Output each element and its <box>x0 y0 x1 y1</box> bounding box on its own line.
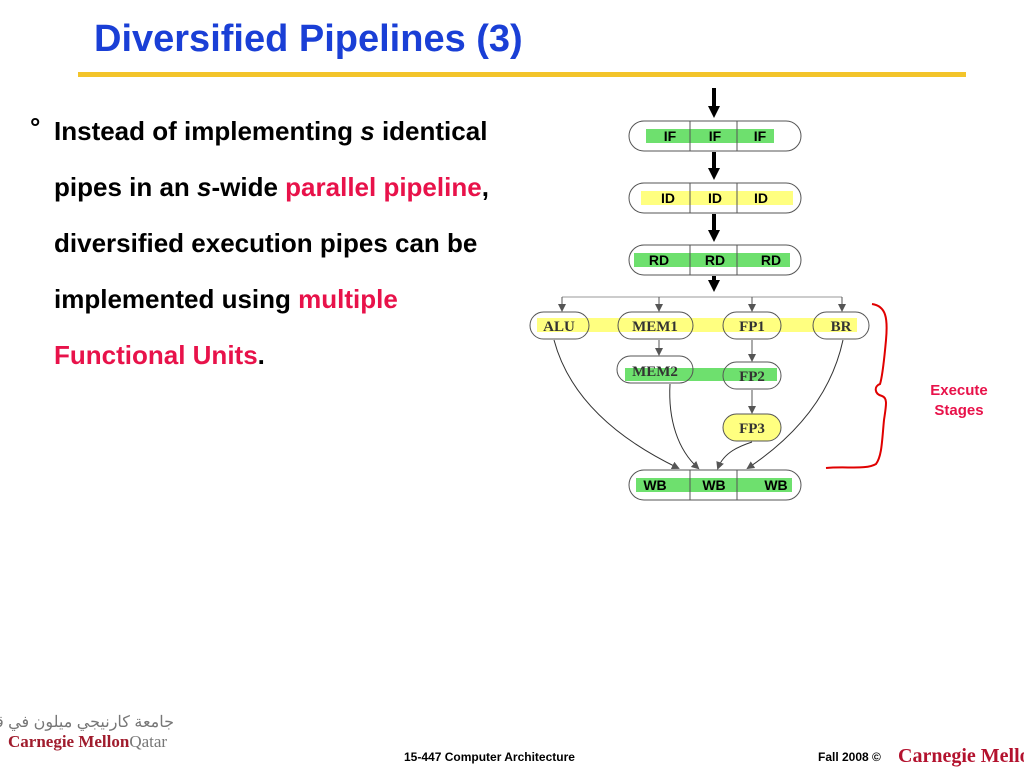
variable-s: s <box>197 172 212 202</box>
unit-alu <box>529 311 590 340</box>
footer-cmu-logo: Carnegie Mellon <box>898 745 1024 767</box>
unit-mem1 <box>617 311 694 340</box>
logo-qatar-text: Qatar <box>129 732 168 751</box>
stage-label: ID <box>754 190 768 206</box>
cmu-qatar-logo: جامعة كارنيجي ميلون في قطر Carnegie Mell… <box>0 712 174 756</box>
footer-course: 15-447 Computer Architecture <box>404 750 575 764</box>
stage-label: WB <box>643 477 666 493</box>
bullet-text-part: -wide <box>211 172 286 202</box>
stage-id: ID ID ID <box>628 182 802 214</box>
stage-if: IF IF IF <box>628 120 802 152</box>
variable-s: s <box>360 116 375 146</box>
bullet-text-part: identical pipes in an <box>54 116 488 202</box>
unit-label-fp3: FP3 <box>739 421 765 437</box>
stage-label: WB <box>702 477 725 493</box>
footer-term: Fall 2008 © <box>818 750 881 764</box>
unit-br <box>812 311 870 340</box>
stage-rd: RD RD RD <box>628 244 802 276</box>
stage-box <box>628 469 802 501</box>
title-underline <box>78 72 966 77</box>
stage-label: RD <box>649 252 669 268</box>
stage-highlight <box>641 191 793 205</box>
unit-label-fp2: FP2 <box>739 369 765 385</box>
unit-fp2 <box>722 361 782 390</box>
writeback-arrow <box>716 441 753 470</box>
unit-fp1 <box>722 311 782 340</box>
stage-box <box>628 120 802 152</box>
stage-label: ID <box>661 190 675 206</box>
bullet-text-part: Instead of implementing <box>54 116 361 146</box>
bullet-text-part: , diversified execution pipes can be imp… <box>54 172 489 314</box>
logo-wordmark: Carnegie MellonQatar <box>8 732 167 752</box>
unit-label-alu: ALU <box>543 319 575 335</box>
unit-label-mem1: MEM1 <box>632 319 678 335</box>
stage-label: RD <box>705 252 725 268</box>
stage-label: WB <box>764 477 787 493</box>
logo-cmu-text: Carnegie Mellon <box>8 732 130 751</box>
unit-label-mem2: MEM2 <box>632 364 678 380</box>
stage-highlight <box>636 478 792 492</box>
execute-stages-label: Stages <box>934 402 983 419</box>
stage-label: RD <box>761 252 781 268</box>
unit-mem2 <box>616 355 694 384</box>
execute-brace <box>825 303 888 469</box>
unit-label-fp1: FP1 <box>739 319 765 335</box>
logo-arabic-text: جامعة كارنيجي ميلون في قطر <box>0 714 174 731</box>
stage-highlight <box>634 253 790 267</box>
execute-highlight-green <box>625 368 777 381</box>
slide-title: Diversified Pipelines (3) <box>94 18 523 60</box>
execute-stages-label: Execute <box>930 382 988 399</box>
stage-box <box>628 182 802 214</box>
unit-fp3 <box>722 413 782 442</box>
highlight-parallel-pipeline: parallel pipeline <box>285 172 482 202</box>
stage-box <box>628 244 802 276</box>
stage-label: ID <box>708 190 722 206</box>
stage-wb: WB WB WB <box>628 469 802 501</box>
bullet-text: Instead of implementing s identical pipe… <box>54 103 524 383</box>
stage-highlight <box>646 129 774 143</box>
stage-label: IF <box>664 128 677 144</box>
writeback-arrow <box>669 383 700 470</box>
bullet-text-part: . <box>257 340 265 370</box>
execute-highlight-yellow <box>537 318 857 332</box>
writeback-arrow <box>553 339 680 469</box>
unit-label-br: BR <box>831 319 852 335</box>
stage-label: IF <box>754 128 767 144</box>
highlight-functional-units: multiple Functional Units <box>54 284 398 370</box>
bullet-marker: ° <box>30 112 41 142</box>
writeback-arrow <box>746 339 844 470</box>
stage-label: IF <box>709 128 722 144</box>
